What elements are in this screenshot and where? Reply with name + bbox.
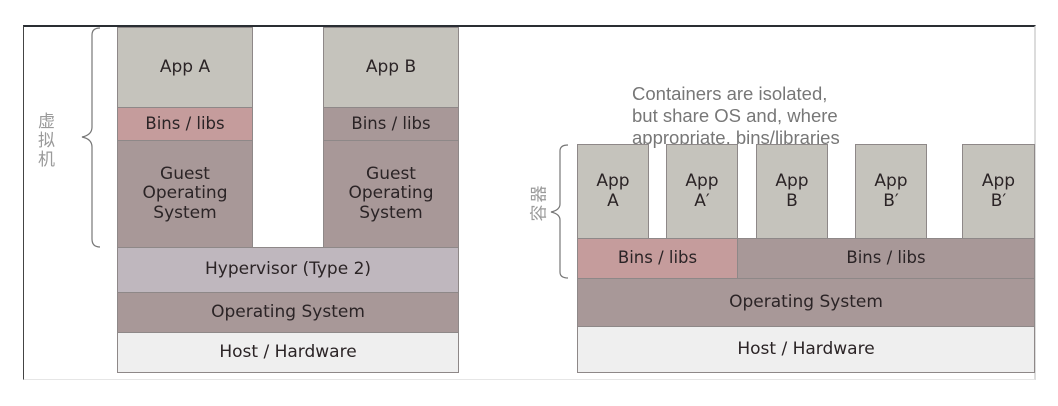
container-app-a-prime: App A′ (666, 144, 738, 239)
vm-app-b: App B (323, 27, 459, 108)
container-app-a-prime-line2: A′ (694, 190, 710, 211)
vm-guest-os-a: Guest Operating System (117, 140, 253, 248)
container-caption: Containers are isolated, but share OS an… (632, 61, 952, 149)
container-bins-b-label: Bins / libs (846, 248, 926, 268)
container-app-a-prime-line1: App (685, 171, 719, 192)
container-bins-a-label: Bins / libs (617, 248, 698, 268)
container-bins-a: Bins / libs (577, 238, 738, 279)
container-app-a: App A (577, 144, 649, 239)
vm-bins-b: Bins / libs (323, 107, 459, 141)
vm-guest-os-b: Guest Operating System (323, 140, 459, 248)
vm-bins-b-label: Bins / libs (351, 113, 431, 133)
container-host-hardware: Host / Hardware (577, 326, 1035, 373)
container-app-b-prime-1: App B′ (855, 144, 927, 239)
vm-host-hardware: Host / Hardware (117, 332, 459, 373)
vm-bins-a: Bins / libs (117, 107, 253, 141)
vm-host-os-label: Operating System (211, 301, 365, 322)
vm-brace-icon (81, 27, 101, 248)
vm-hypervisor-label: Hypervisor (Type 2) (204, 259, 372, 280)
container-host-hardware-label: Host / Hardware (737, 338, 875, 359)
container-app-b-prime-2: App B′ (962, 144, 1035, 239)
container-app-a-line2: A (607, 190, 619, 211)
container-app-b-prime-1-line1: App (874, 171, 908, 192)
container-app-a-line1: App (596, 171, 630, 192)
container-bins-b: Bins / libs (737, 238, 1035, 279)
container-app-b-prime-2-line2: B′ (990, 190, 1007, 211)
vm-guest-os-a-label: Guest Operating System (142, 164, 228, 223)
vm-app-b-label: App B (365, 56, 417, 77)
container-caption-text: Containers are isolated, but share OS an… (632, 83, 840, 148)
vm-host-hardware-label: Host / Hardware (219, 341, 357, 362)
vm-hypervisor: Hypervisor (Type 2) (117, 247, 459, 293)
container-app-b-prime-2-line1: App (981, 171, 1016, 192)
vm-host-os: Operating System (117, 292, 459, 333)
container-app-b: App B (756, 144, 828, 239)
container-host-os: Operating System (577, 278, 1035, 327)
container-app-b-line2: B (786, 190, 798, 211)
container-side-label: 容器 (529, 183, 550, 222)
container-host-os-label: Operating System (729, 291, 883, 312)
vm-bins-a-label: Bins / libs (145, 113, 225, 133)
vm-app-a: App A (117, 27, 253, 108)
container-brace-icon (550, 144, 569, 279)
container-app-b-prime-1-line2: B′ (883, 190, 899, 211)
vm-guest-os-b-label: Guest Operating System (348, 164, 434, 223)
container-app-b-line1: App (775, 171, 809, 192)
vm-app-a-label: App A (159, 56, 211, 77)
vm-side-label: 虚拟机 (34, 112, 54, 169)
